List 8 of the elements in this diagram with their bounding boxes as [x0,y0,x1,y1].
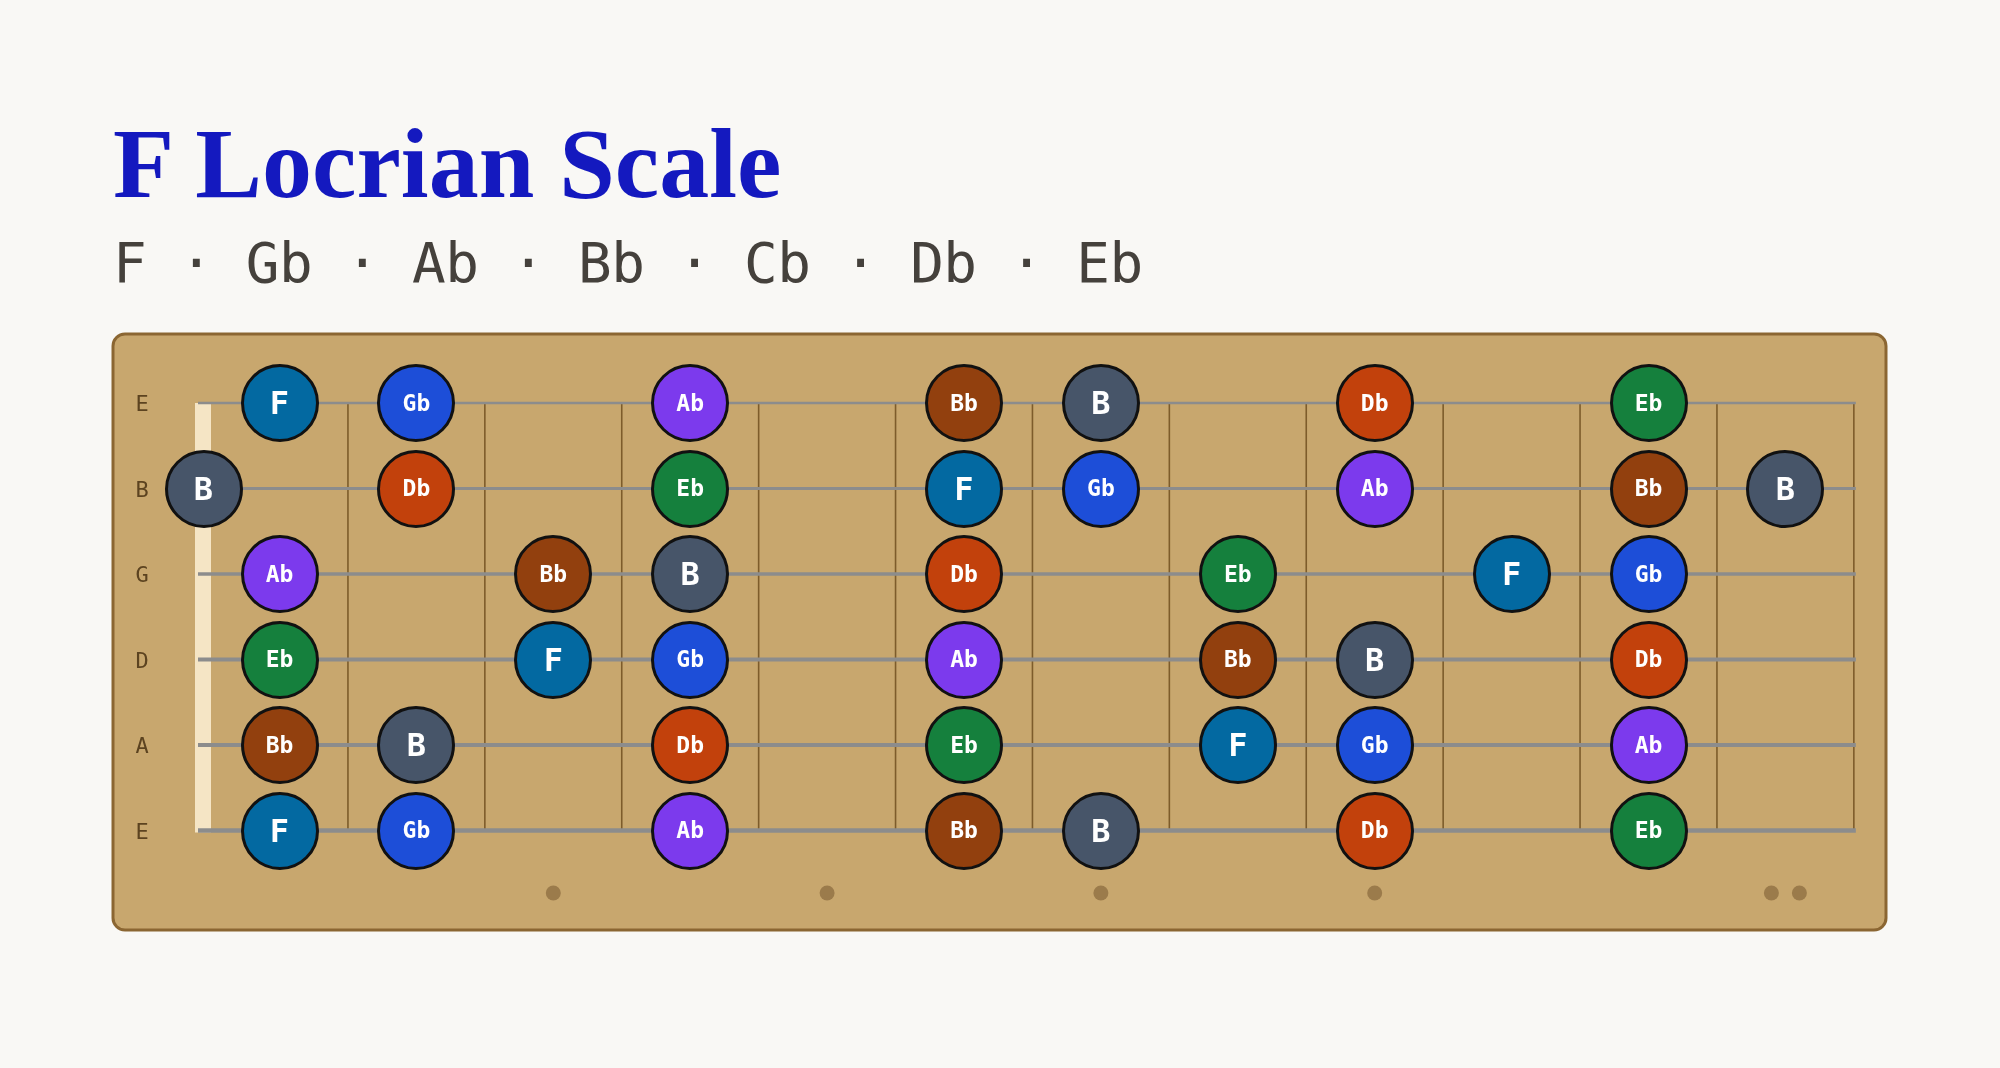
string-name: A [134,735,150,757]
string-name: E [134,820,150,843]
title: F Locrian Scale [113,114,782,214]
string-name: E [134,393,150,415]
string-name: G [134,564,150,586]
string-name: B [134,478,150,501]
string-name: D [134,649,150,672]
scale-notes-text: F · Gb · Ab · Bb · Cb · Db · Eb [113,235,1143,291]
